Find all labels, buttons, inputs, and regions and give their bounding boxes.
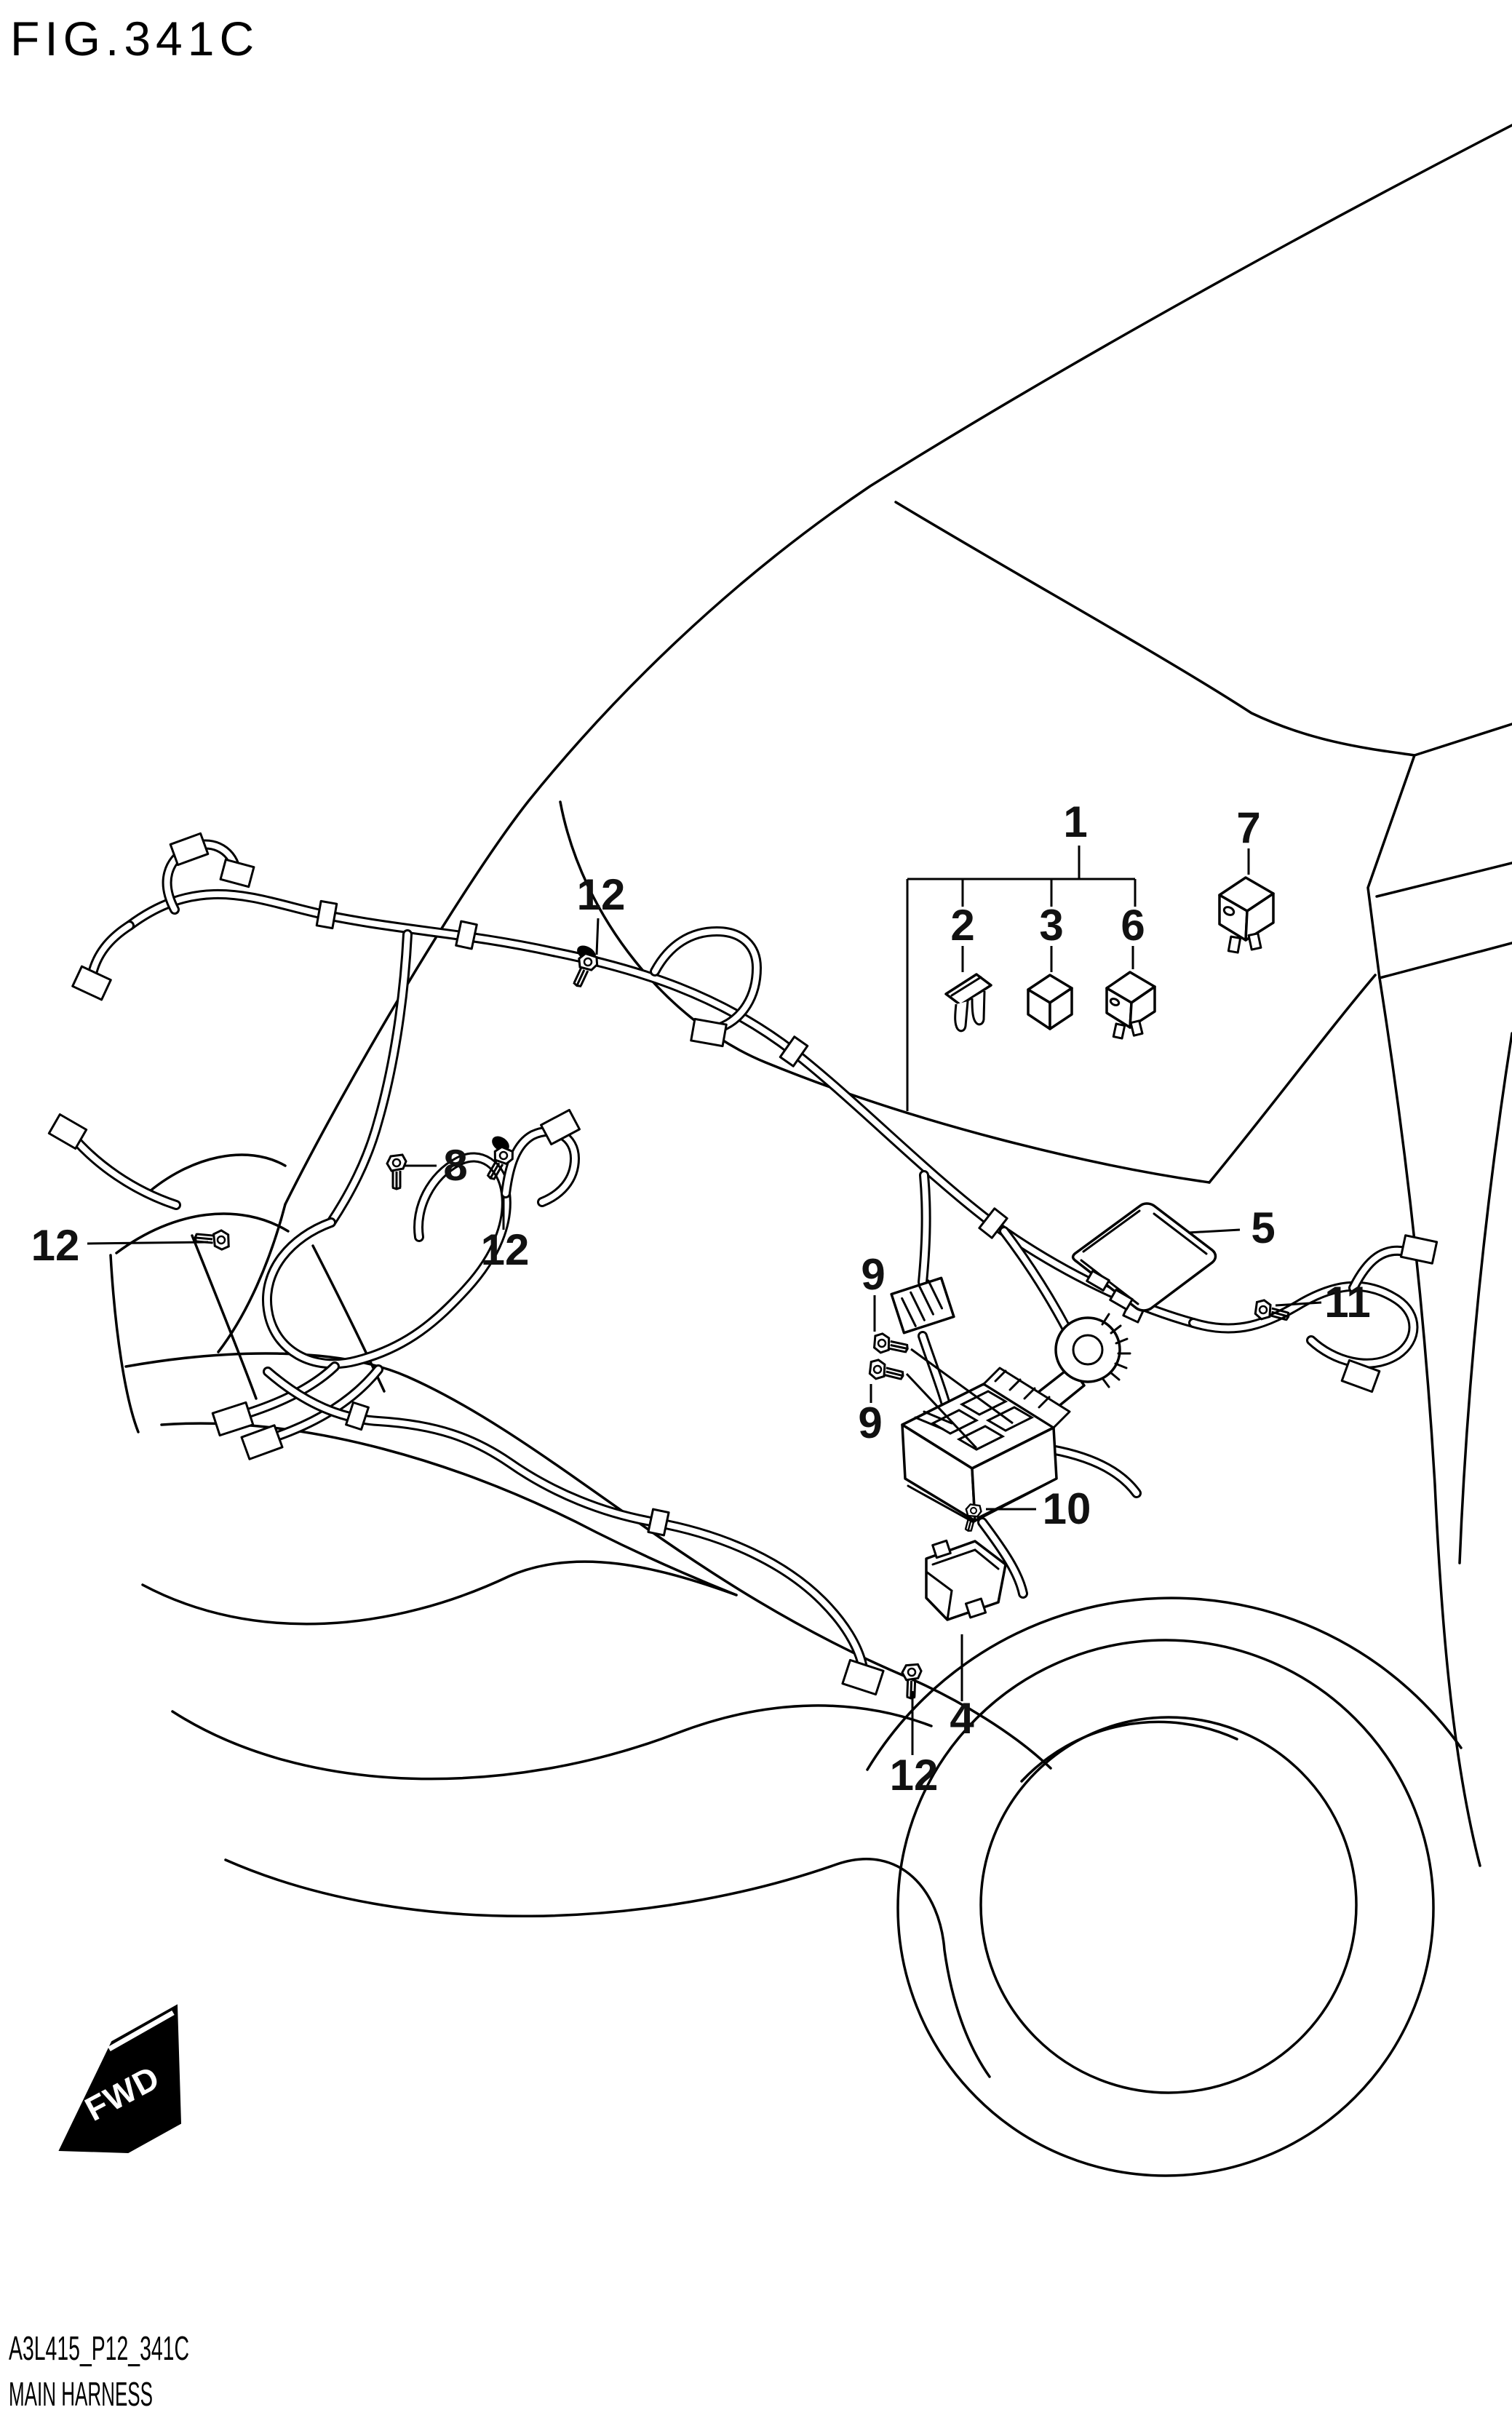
figure-title: FIG.341C: [10, 12, 259, 65]
callout-6: 6: [1121, 901, 1145, 950]
callout-12-top: 12: [577, 870, 626, 919]
bolt-9a: [871, 1331, 911, 1359]
bolts: [193, 950, 1292, 1700]
callout-11: 11: [1324, 1278, 1370, 1327]
footer-code: A3L415_P12_341C: [9, 2329, 189, 2367]
callout-3: 3: [1039, 901, 1063, 950]
footer-name: MAIN HARNESS: [9, 2375, 153, 2413]
callout-12-left: 12: [31, 1221, 80, 1270]
callout-1: 1: [1063, 798, 1087, 846]
bolt-12-left: [193, 1227, 231, 1252]
harness-connectors: [47, 832, 1439, 1696]
leader-lines: [87, 846, 1322, 1755]
fwd-arrow: FWD: [58, 2004, 182, 2154]
tab-relay-icon: [1105, 971, 1156, 1040]
micro-relay-icon: [1027, 974, 1073, 1030]
callout-5: 5: [1251, 1204, 1275, 1252]
fuse-grid: [914, 1390, 1035, 1451]
grommet-ribs: [1101, 1313, 1131, 1388]
car-body-outline: [109, 124, 1512, 2177]
relay-assy-icon: [1218, 876, 1275, 954]
callout-10: 10: [1043, 1484, 1091, 1533]
engine-fuse-box: [901, 1367, 1071, 1524]
callout-12-bottom: 12: [890, 1751, 939, 1799]
callout-12-mid: 12: [481, 1225, 530, 1274]
callout-8: 8: [443, 1141, 467, 1190]
callout-4: 4: [950, 1694, 974, 1743]
bolt-8: [386, 1153, 407, 1190]
callout-9a: 9: [861, 1250, 885, 1299]
mount-bracket: [925, 1539, 1007, 1621]
main-harness: [47, 832, 1439, 1696]
ecu-connector: [890, 1276, 955, 1335]
callout-labels: 1 2 3 6 7 5 11 8 9 9 10 4 12 12 12 12: [31, 798, 1371, 1799]
ecu-cover-box: [1071, 1202, 1217, 1312]
callout-9b: 9: [858, 1399, 882, 1447]
bolt-9b: [866, 1357, 907, 1386]
callout-2: 2: [950, 901, 974, 950]
mini-fuse-icon: [944, 973, 992, 1033]
callout-7: 7: [1236, 803, 1260, 852]
